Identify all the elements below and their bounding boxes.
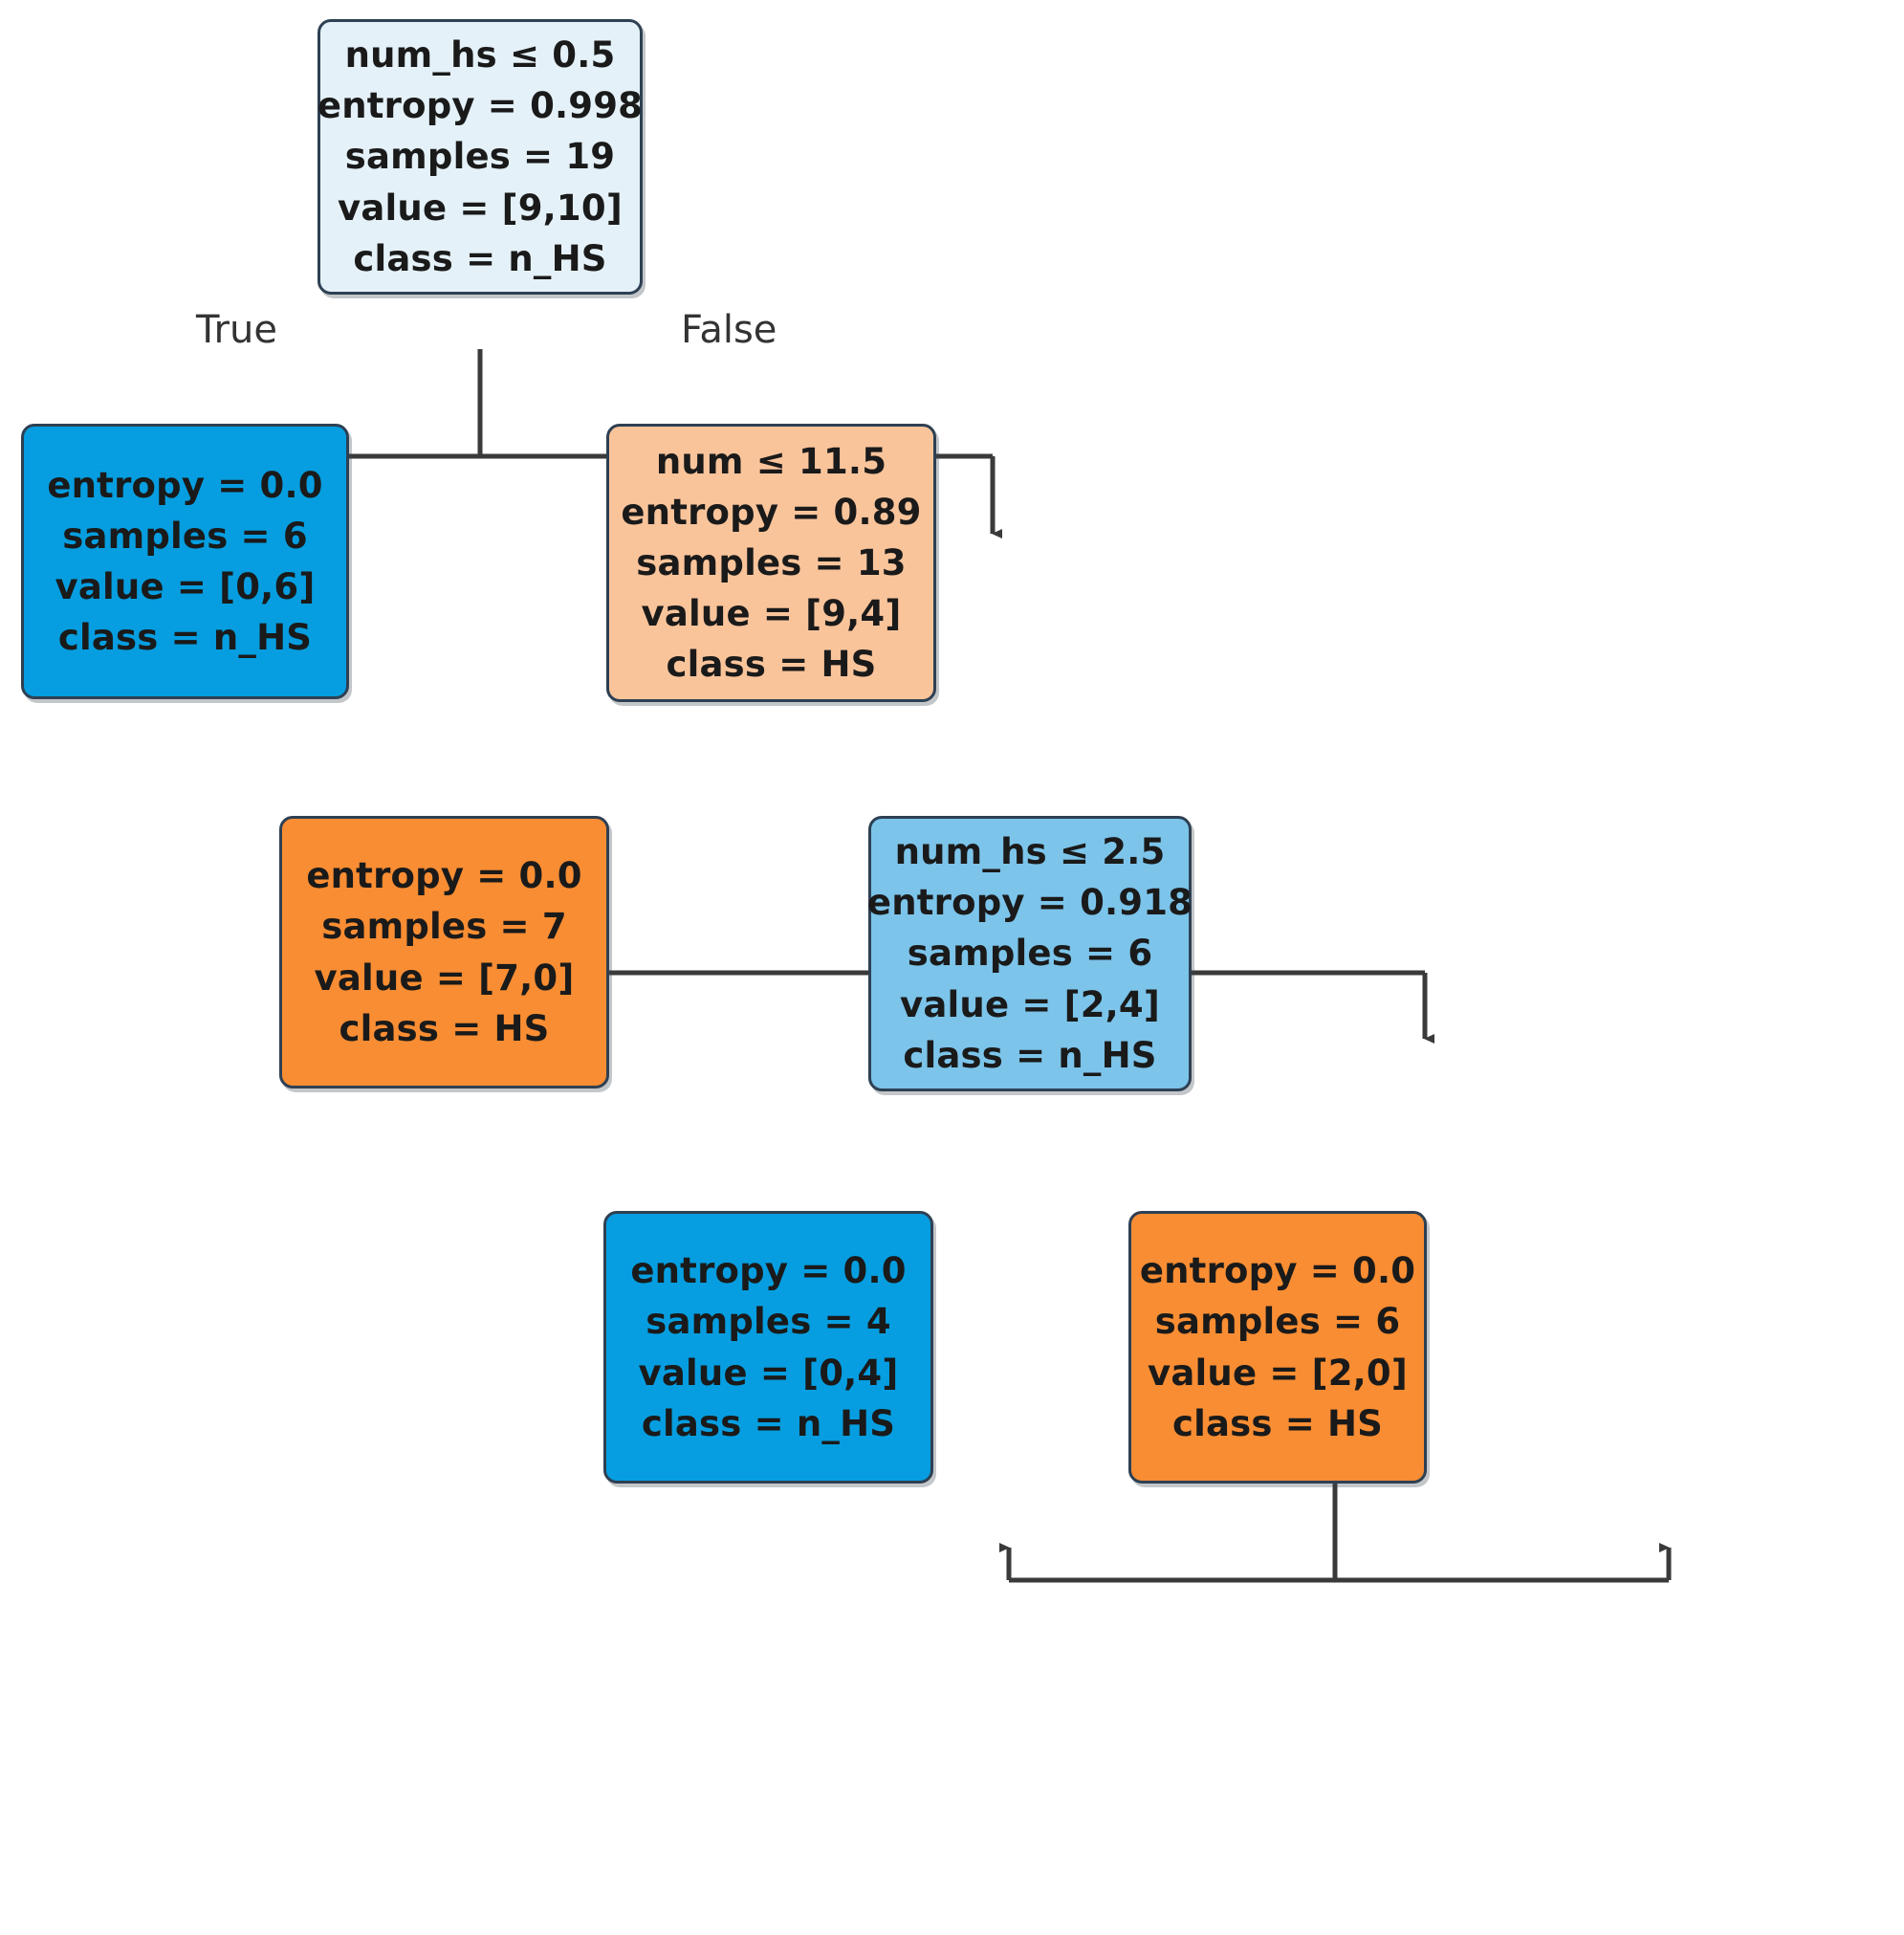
- node-line-samples: samples = 13: [636, 541, 907, 583]
- node-line-entropy: entropy = 0.0: [630, 1250, 907, 1292]
- node-line-samples: samples = 4: [646, 1301, 891, 1343]
- node-line-samples: samples = 6: [907, 933, 1153, 975]
- node-line-condition: num_hs ≤ 2.5: [894, 831, 1166, 873]
- node-line-entropy: entropy = 0.89: [621, 491, 922, 533]
- tree-node-decision-num[interactable]: num ≤ 11.5 entropy = 0.89 samples = 13 v…: [606, 424, 936, 702]
- node-line-entropy: entropy = 0.998: [317, 85, 644, 127]
- node-line-value: value = [2,4]: [900, 983, 1160, 1025]
- node-line-entropy: entropy = 0.918: [866, 882, 1193, 924]
- node-line-samples: samples = 7: [321, 906, 567, 948]
- node-line-class: class = n_HS: [57, 617, 313, 659]
- node-line-condition: num_hs ≤ 0.5: [344, 34, 616, 77]
- node-line-class: class = HS: [339, 1007, 550, 1049]
- node-line-class: class = n_HS: [903, 1034, 1157, 1076]
- tree-node-decision-num-hs-2[interactable]: num_hs ≤ 2.5 entropy = 0.918 samples = 6…: [866, 816, 1193, 1091]
- node-line-value: value = [7,0]: [314, 957, 575, 999]
- node-line-samples: samples = 6: [62, 515, 308, 557]
- node-line-value: value = [0,4]: [638, 1352, 899, 1394]
- edge-label-false: False: [681, 308, 777, 352]
- node-line-samples: samples = 6: [1154, 1301, 1401, 1343]
- node-line-condition: num ≤ 11.5: [655, 440, 887, 482]
- tree-node-leaf-orange-1[interactable]: entropy = 0.0 samples = 7 value = [7,0] …: [279, 816, 609, 1088]
- tree-node-root[interactable]: num_hs ≤ 0.5 entropy = 0.998 samples = 1…: [317, 19, 643, 295]
- node-line-value: value = [9,10]: [338, 187, 623, 229]
- node-line-value: value = [2,0]: [1148, 1352, 1408, 1394]
- node-line-value: value = [0,6]: [55, 566, 316, 607]
- tree-node-leaf-blue-2[interactable]: entropy = 0.0 samples = 4 value = [0,4] …: [603, 1211, 933, 1484]
- node-line-value: value = [9,4]: [641, 593, 902, 635]
- node-line-class: class = HS: [666, 644, 877, 686]
- node-line-samples: samples = 19: [344, 136, 616, 178]
- node-line-entropy: entropy = 0.0: [306, 855, 582, 897]
- tree-node-leaf-left-1[interactable]: entropy = 0.0 samples = 6 value = [0,6] …: [21, 424, 349, 699]
- node-line-entropy: entropy = 0.0: [47, 464, 323, 506]
- node-line-entropy: entropy = 0.0: [1139, 1250, 1416, 1292]
- node-line-class: class = n_HS: [353, 237, 607, 279]
- tree-node-leaf-orange-2[interactable]: entropy = 0.0 samples = 6 value = [2,0] …: [1128, 1211, 1427, 1484]
- node-line-class: class = n_HS: [641, 1402, 896, 1444]
- edge-label-true: True: [196, 308, 277, 352]
- node-line-class: class = HS: [1171, 1402, 1383, 1444]
